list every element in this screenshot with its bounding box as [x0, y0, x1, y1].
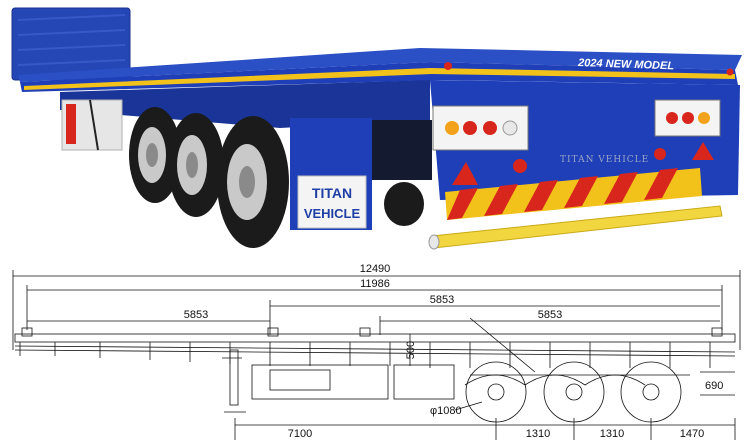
toolbox-rear	[393, 364, 455, 400]
dim-overall-length: 12490	[12, 263, 741, 350]
dim-wheel-dia: φ1080	[430, 405, 462, 417]
technical-drawing: 12490 11986 5853 5853 5853	[12, 263, 741, 440]
model-label: 2024 NEW MODEL	[577, 57, 675, 72]
svg-text:1310: 1310	[600, 428, 624, 440]
wheel-3	[217, 116, 289, 248]
wheel-1	[129, 107, 181, 203]
mudflap-brand: TITAN VEHICLE	[297, 175, 367, 229]
toolbox-front	[251, 364, 389, 400]
svg-text:7100: 7100	[288, 428, 312, 440]
deck-top	[18, 48, 742, 82]
svg-text:1470: 1470	[680, 428, 704, 440]
trailer-photo: 2024 NEW MODEL TITAN VEHICLE	[11, 7, 742, 250]
landing-gear	[222, 349, 246, 413]
drawing-wheel-1	[465, 361, 527, 423]
rear-panel-text: TITAN VEHICLE	[560, 155, 649, 165]
drawing-wheel-3	[620, 361, 682, 423]
wheel-2	[168, 113, 224, 217]
svg-text:VEHICLE: VEHICLE	[304, 206, 361, 221]
svg-text:5853: 5853	[430, 294, 454, 306]
svg-text:5853: 5853	[538, 309, 562, 321]
drawing-wheel-2	[543, 361, 605, 423]
svg-text:TITAN: TITAN	[312, 185, 352, 201]
dim-span-mid: 5853	[270, 294, 720, 307]
svg-text:11986: 11986	[360, 278, 390, 290]
dim-rear-height: 690	[705, 380, 723, 392]
svg-text:12490: 12490	[360, 263, 391, 275]
deck-side	[20, 62, 738, 92]
svg-text:1310: 1310	[526, 428, 550, 440]
dim-bottom: 7100 1310 1310 1470	[234, 418, 736, 440]
svg-text:500: 500	[405, 341, 417, 359]
svg-text:5853: 5853	[184, 309, 208, 321]
tail-light-left	[432, 105, 529, 151]
tail-light-right	[654, 99, 721, 137]
deck-stripe	[24, 68, 735, 90]
dim-height: 500	[405, 334, 417, 366]
dim-span-rear: 5853	[379, 309, 720, 335]
hazard-bumper	[445, 168, 702, 220]
dim-deck-length: 11986	[26, 278, 723, 330]
dim-span-front: 5853	[27, 300, 271, 335]
deck-profile	[14, 327, 736, 368]
